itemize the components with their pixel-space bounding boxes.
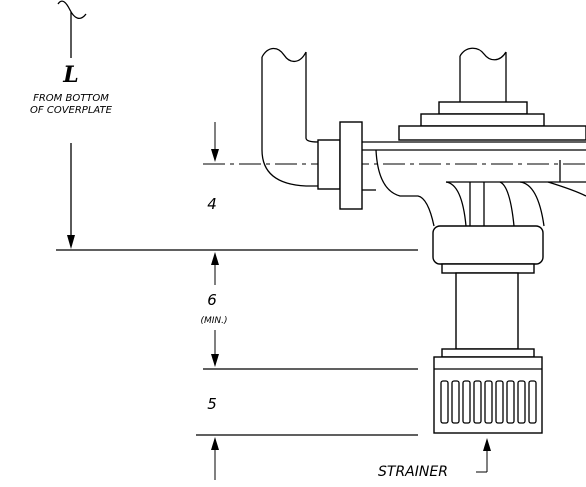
strainer-slots <box>440 380 537 424</box>
strainer-label: STRAINER <box>378 464 448 480</box>
strainer <box>433 356 543 434</box>
discharge-pipe <box>261 47 363 210</box>
dim-bottom-label: 5 <box>207 395 217 413</box>
dim-middle-note: (MIN.) <box>200 316 227 326</box>
length-symbol: L <box>62 62 78 88</box>
length-note-line1: FROM BOTTOM <box>33 93 109 104</box>
dim6-arrow-down <box>211 354 219 367</box>
strainer-callout: STRAINER <box>378 438 491 480</box>
shaft-top-break <box>459 47 507 61</box>
length-dimension: L FROM BOTTOM OF COVERPLATE <box>30 0 113 249</box>
reference-lines <box>56 163 586 436</box>
strainer-arrow <box>483 438 491 451</box>
dim5-arrow-up <box>211 437 219 450</box>
vertical-dimensions: 4 6 (MIN.) 5 <box>200 122 228 480</box>
pump-body <box>362 47 586 358</box>
length-arrow-down <box>67 235 75 249</box>
dim-top-label: 4 <box>207 195 217 213</box>
dim-middle-label: 6 <box>207 291 217 309</box>
dim6-arrow-up <box>211 252 219 265</box>
break-symbol <box>57 0 87 20</box>
length-note-line2: OF COVERPLATE <box>30 105 113 116</box>
dim4-arrow <box>211 149 219 162</box>
pipe-top-break <box>261 47 307 63</box>
